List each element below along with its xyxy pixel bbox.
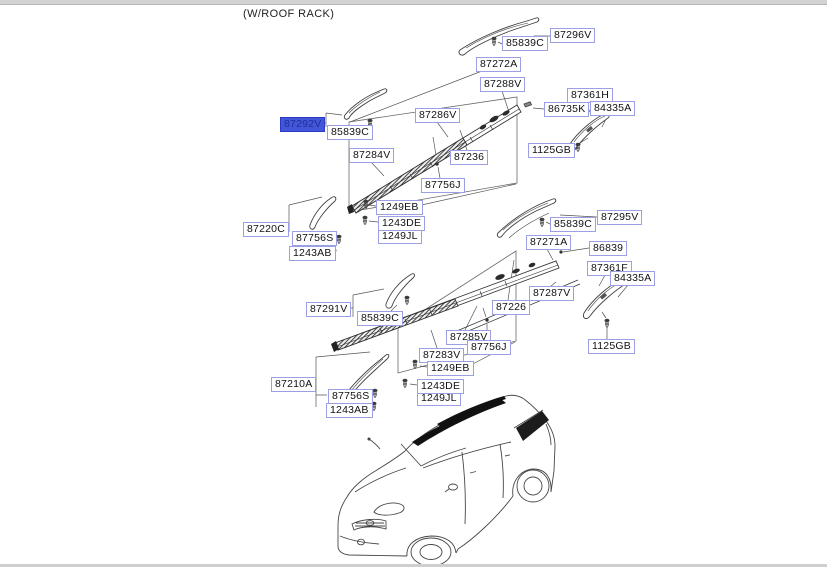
part-label-87295v-21[interactable]: 87295V <box>597 210 643 225</box>
roof-rack-rail-far <box>437 396 506 427</box>
part-label-85839c-29[interactable]: 85839C <box>357 311 403 326</box>
part-label-1243de-16[interactable]: 1243DE <box>378 216 426 231</box>
part-label-1249jl-15[interactable]: 1249JL <box>378 229 422 244</box>
part-label-87756s-18[interactable]: 87756S <box>292 231 338 246</box>
part-label-87236-11[interactable]: 87236 <box>450 150 489 165</box>
rear-wheel <box>516 469 550 503</box>
part-label-84335a-6[interactable]: 84335A <box>590 101 636 116</box>
part-label-87286v-9[interactable]: 87286V <box>415 108 461 123</box>
roof-rack-rail-near <box>412 399 506 446</box>
roof-rail-upper <box>347 104 522 214</box>
part-label-87210a-37[interactable]: 87210A <box>271 377 317 392</box>
part-label-87271a-22[interactable]: 87271A <box>526 235 572 250</box>
part-label-85839c-20[interactable]: 85839C <box>550 217 596 232</box>
headlight <box>373 502 405 516</box>
fastener-dot-icon <box>559 250 563 254</box>
grille <box>351 518 387 531</box>
part-label-87272a-2[interactable]: 87272A <box>476 57 522 72</box>
rear-pillar-garnish <box>516 411 549 441</box>
part-label-86839-23[interactable]: 86839 <box>589 241 628 256</box>
part-label-1243ab-39[interactable]: 1243AB <box>326 403 373 418</box>
part-label-1125gb-34[interactable]: 1125GB <box>588 339 635 354</box>
fasteners <box>331 36 610 411</box>
part-label-1125gb-12[interactable]: 1125GB <box>528 143 575 158</box>
part-label-1249eb-33[interactable]: 1249EB <box>427 361 474 376</box>
part-label-84335a-25[interactable]: 84335A <box>610 271 656 286</box>
part-label-86735k-5[interactable]: 86735K <box>544 102 590 117</box>
part-label-87226-27[interactable]: 87226 <box>492 300 531 315</box>
part-label-87220c-17[interactable]: 87220C <box>243 222 289 237</box>
part-label-87283v-32[interactable]: 87283V <box>419 348 465 363</box>
door-mirror <box>448 483 458 491</box>
fastener-dot-icon <box>485 318 489 322</box>
diagram-title: (W/ROOF RACK) <box>243 8 335 20</box>
part-label-87361h-4[interactable]: 87361H <box>567 88 613 103</box>
window-top-bar <box>0 0 827 5</box>
part-label-87292v-7[interactable]: 87292V <box>280 117 326 132</box>
part-label-87756j-13[interactable]: 87756J <box>421 178 465 193</box>
part-label-87291v-28[interactable]: 87291V <box>306 302 352 317</box>
part-label-1249eb-14[interactable]: 1249EB <box>376 200 423 215</box>
part-label-1243de-36[interactable]: 1243DE <box>417 379 465 394</box>
molding-pieces <box>309 17 629 405</box>
fastener-dot-icon <box>435 162 439 166</box>
part-label-85839c-0[interactable]: 85839C <box>502 36 548 51</box>
window-bottom-bar <box>0 564 827 567</box>
part-label-85839c-8[interactable]: 85839C <box>327 125 373 140</box>
part-label-87284v-10[interactable]: 87284V <box>349 148 395 163</box>
clip-icon <box>523 101 533 108</box>
part-label-87288v-3[interactable]: 87288V <box>480 77 526 92</box>
part-label-1243ab-19[interactable]: 1243AB <box>289 246 336 261</box>
part-label-87287v-26[interactable]: 87287V <box>529 286 575 301</box>
part-label-87756s-38[interactable]: 87756S <box>328 389 374 404</box>
vehicle-illustration <box>337 394 556 567</box>
part-label-87296v-1[interactable]: 87296V <box>550 28 596 43</box>
part-label-1249jl-35[interactable]: 1249JL <box>417 391 461 406</box>
part-label-87756j-31[interactable]: 87756J <box>467 340 511 355</box>
